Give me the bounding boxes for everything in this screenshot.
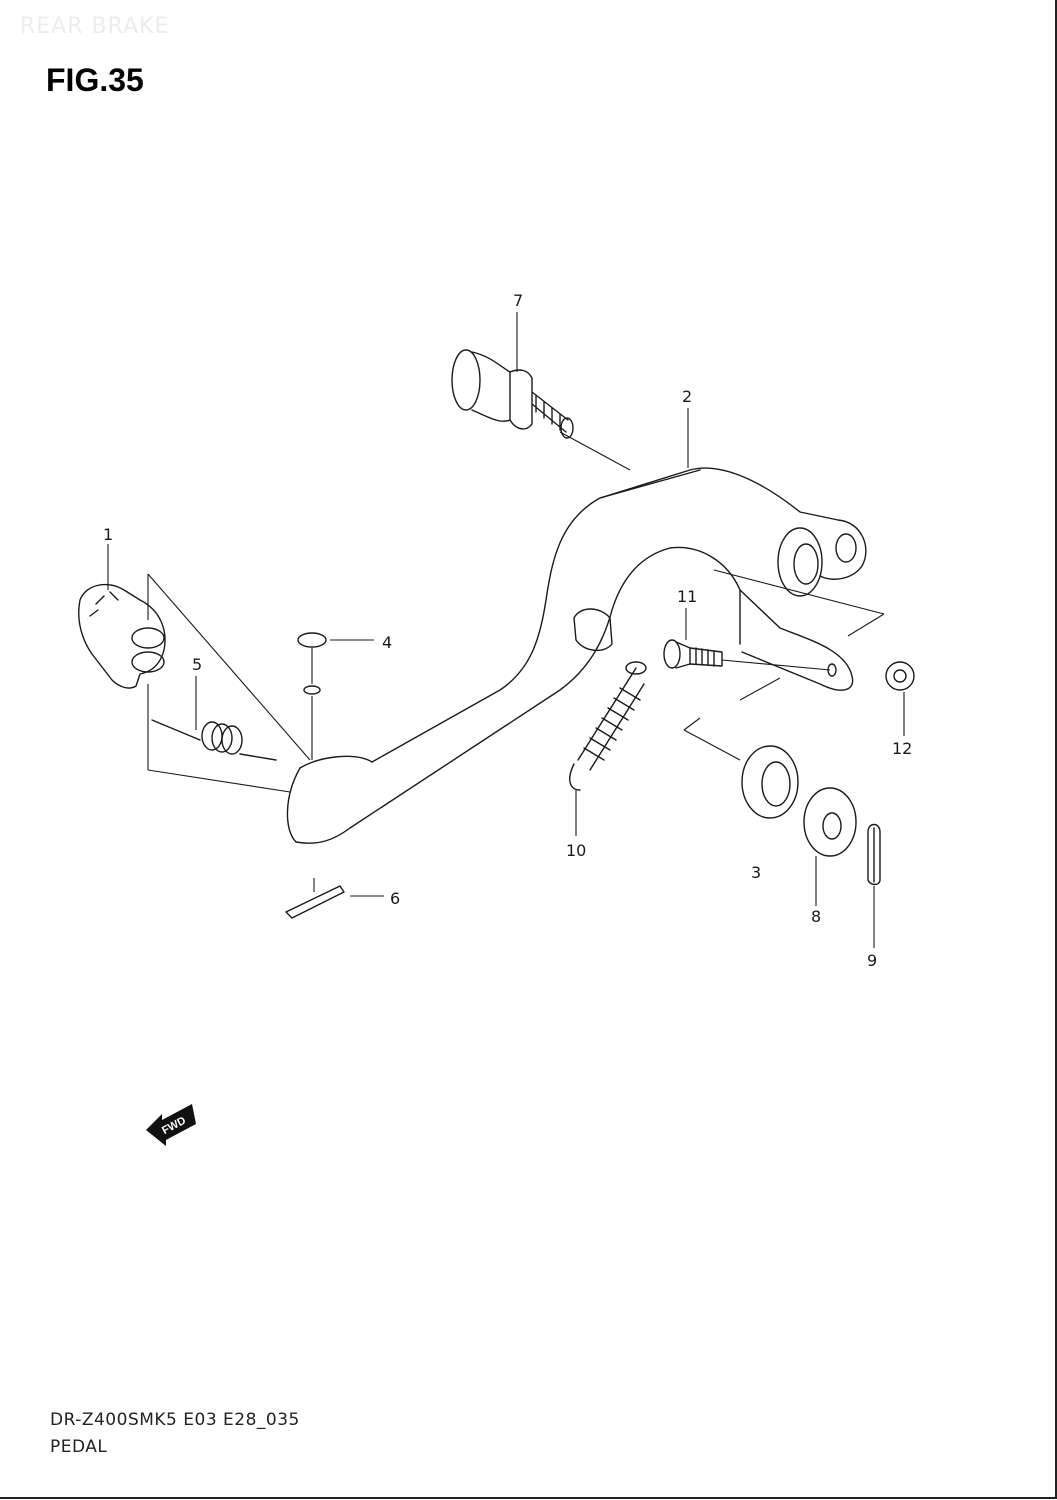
split-pin-part [867,823,881,886]
cotter-pin-part [285,885,345,919]
callout-5: 5 [192,655,202,674]
callout-7: 7 [513,291,523,310]
o-ring-part [297,632,327,695]
callout-3: 3 [751,863,761,882]
callout-6: 6 [390,889,400,908]
callout-labels: 1 2 3 4 5 6 7 8 9 10 11 12 [103,291,912,970]
clip-part [885,661,915,691]
pivot-bolt-part [451,349,574,439]
callout-1: 1 [103,525,113,544]
forward-direction-icon: FWD [146,1104,196,1146]
washer-part [803,787,857,857]
adjuster-bracket-part [78,583,166,689]
callout-2: 2 [682,387,692,406]
callout-12: 12 [892,739,912,758]
return-spring-part [151,719,277,761]
pedal-spring-part [569,661,647,791]
brake-pedal-part [286,467,867,844]
figure-title: FIG.35 [46,62,144,98]
callout-9: 9 [867,951,877,970]
callout-11: 11 [677,587,697,606]
diagram-model-code: DR-Z400SMK5 E03 E28_035 [50,1410,300,1430]
diagram-section-name: PEDAL [50,1437,108,1457]
callout-8: 8 [811,907,821,926]
small-bolt-part [663,639,723,669]
leader-lines [107,312,905,948]
seal-bushing-part [741,745,799,819]
section-watermark: REAR BRAKE [20,14,170,39]
callout-4: 4 [382,633,392,652]
callout-10: 10 [566,841,586,860]
